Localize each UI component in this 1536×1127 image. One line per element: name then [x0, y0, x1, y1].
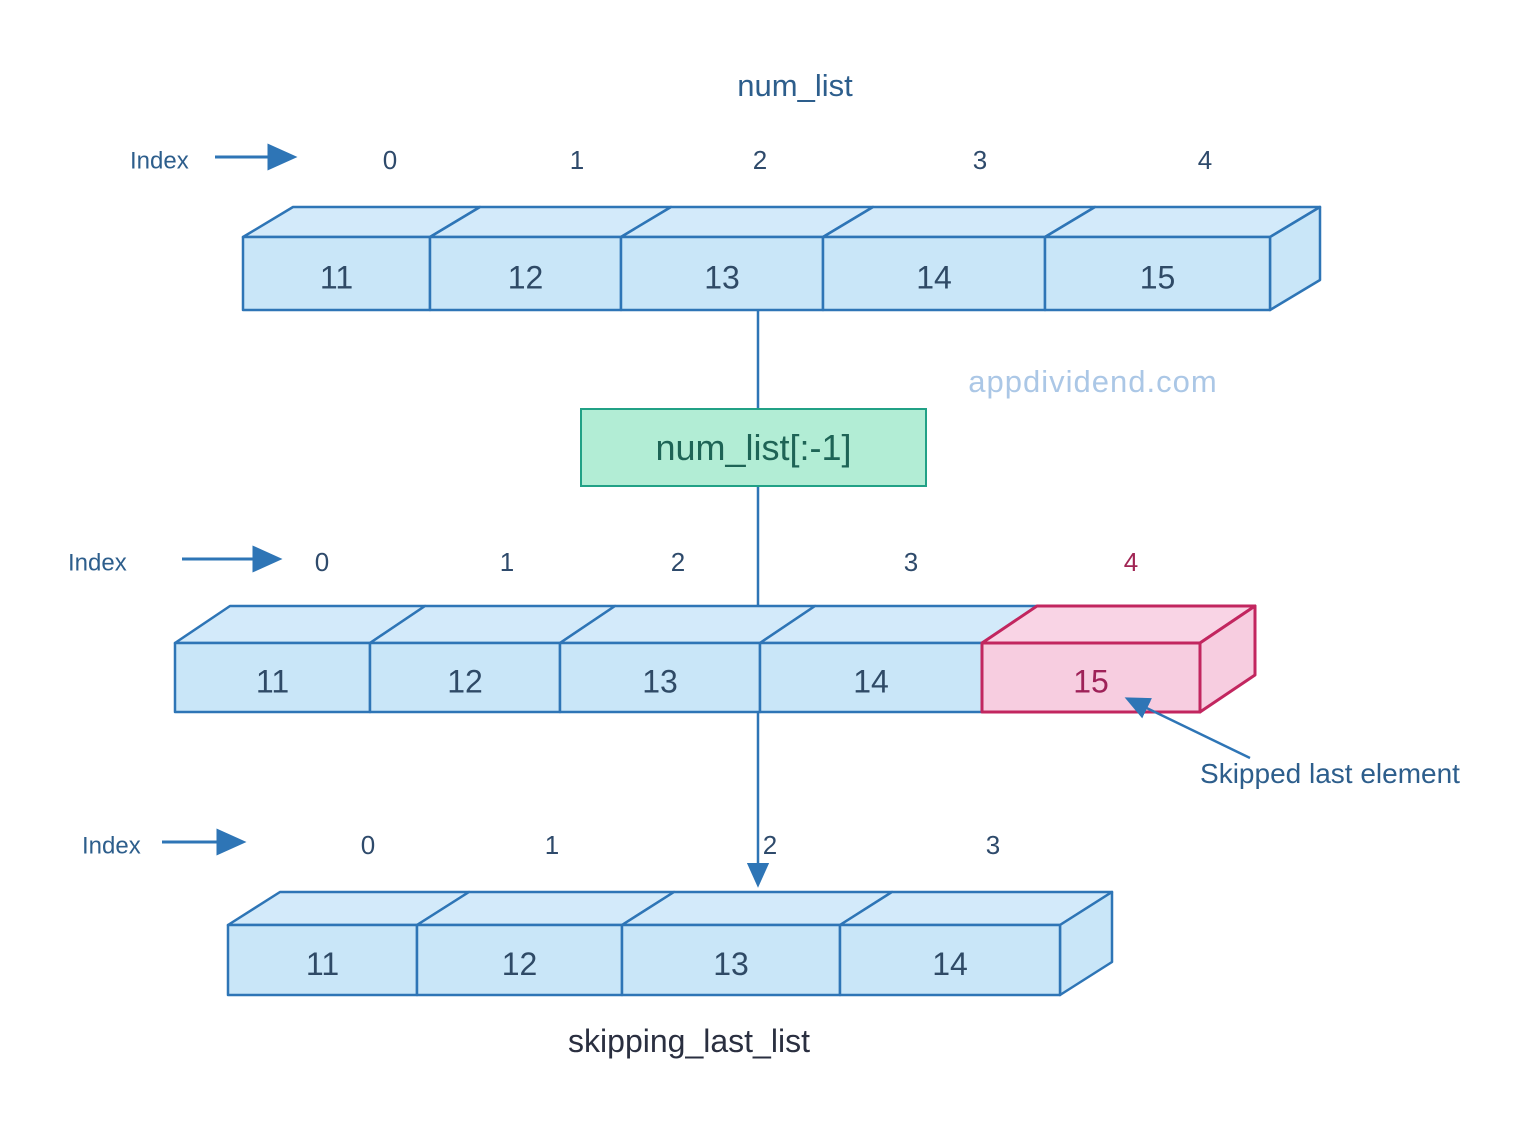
- index-number: 0: [315, 547, 329, 577]
- index-label: Index: [68, 549, 127, 576]
- cell-front-face: [428, 235, 623, 312]
- index-label: Index: [130, 147, 189, 174]
- cell-value: 15: [1140, 260, 1176, 296]
- annotation-arrows: [1124, 697, 1251, 760]
- cell-value: 14: [932, 946, 968, 982]
- cell-front-face: [241, 235, 432, 312]
- cell-value: 13: [642, 664, 678, 700]
- cell-value: 12: [447, 664, 483, 700]
- cell-front-face: [838, 923, 1062, 997]
- cell-front-face: [619, 235, 825, 312]
- index-number: 2: [753, 145, 767, 175]
- cell-front-face: [173, 641, 372, 714]
- index-number: 1: [500, 547, 514, 577]
- cell-value: 14: [853, 664, 889, 700]
- index-number: 3: [986, 830, 1000, 860]
- cell-front-face: [415, 923, 624, 997]
- cell-value: 11: [320, 260, 353, 296]
- cell-value: 11: [256, 664, 289, 700]
- index-number: 0: [361, 830, 375, 860]
- cell-value: 13: [704, 260, 740, 296]
- skipped-note: Skipped last element: [1200, 758, 1460, 789]
- index-number: 4: [1198, 145, 1212, 175]
- cell-value: 13: [713, 946, 749, 982]
- index-number: 0: [383, 145, 397, 175]
- cell-value: 14: [916, 260, 952, 296]
- index-number: 3: [904, 547, 918, 577]
- watermark: appdividend.com: [968, 364, 1218, 399]
- index-number: 1: [570, 145, 584, 175]
- cell-front-face: [1043, 235, 1272, 312]
- result-list-title: skipping_last_list: [568, 1022, 810, 1059]
- index-number: 1: [545, 830, 559, 860]
- cell-value: 11: [306, 946, 339, 982]
- index-number: 3: [973, 145, 987, 175]
- cell-front-face: [620, 923, 842, 997]
- cell-value: 15: [1073, 664, 1109, 700]
- cell-value: 12: [508, 260, 544, 296]
- slice-operation-label: num_list[:-1]: [655, 426, 852, 468]
- index-label: Index: [82, 832, 141, 859]
- cell-front-face: [226, 923, 419, 997]
- cell-front-face: [821, 235, 1047, 312]
- skipped-element-arrow: [1124, 697, 1251, 760]
- index-number: 4: [1124, 547, 1138, 577]
- index-number: 2: [671, 547, 685, 577]
- cell-value: 12: [502, 946, 538, 982]
- index-number: 2: [763, 830, 777, 860]
- cell-front-face: [980, 641, 1202, 714]
- cell-front-face: [758, 641, 984, 714]
- cell-front-face: [558, 641, 762, 714]
- num-list-title: num_list: [737, 68, 853, 103]
- slice-operation-box: num_list[:-1]: [580, 408, 927, 487]
